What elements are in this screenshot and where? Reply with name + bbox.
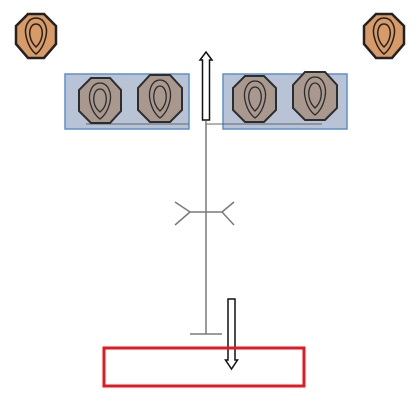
corner-target-left — [14, 12, 58, 60]
corner-target-right — [362, 12, 406, 60]
target-ring-inner — [153, 85, 167, 112]
panel-target-2 — [137, 74, 183, 123]
hollow-arrow-up-icon — [198, 50, 214, 121]
target-ring-inner — [93, 88, 107, 113]
branch-marker — [174, 201, 235, 226]
target-ring-outer — [88, 82, 112, 120]
panel-target-4 — [292, 71, 338, 121]
branch-left-lower — [174, 211, 191, 226]
target-panel-right — [206, 71, 348, 130]
target-ring-inner — [29, 23, 43, 49]
octagon-target-icon — [14, 12, 58, 60]
panel-target-3 — [232, 75, 277, 123]
hollow-arrow-down-icon — [224, 298, 239, 371]
target-ring-inner — [248, 86, 262, 112]
octagon-target-icon — [292, 71, 338, 121]
target-ring-inner — [308, 82, 322, 109]
target-ring-outer — [303, 76, 327, 116]
octagon-target-icon — [78, 77, 122, 124]
branch-right-upper — [221, 201, 235, 213]
octagon-target-icon — [232, 75, 277, 123]
branch-left-upper — [174, 201, 191, 213]
target-ring-outer — [24, 17, 48, 55]
target-ring-inner — [377, 23, 391, 49]
target-ring-outer — [243, 80, 267, 119]
panel-target-1 — [78, 77, 122, 124]
octagon-target-icon — [137, 74, 183, 123]
red-zone-box — [102, 346, 306, 388]
target-ring-outer — [372, 17, 396, 55]
branch-right-lower — [221, 211, 235, 226]
target-ring-outer — [148, 79, 172, 119]
octagon-target-icon — [362, 12, 406, 60]
target-panel-left — [64, 73, 190, 130]
